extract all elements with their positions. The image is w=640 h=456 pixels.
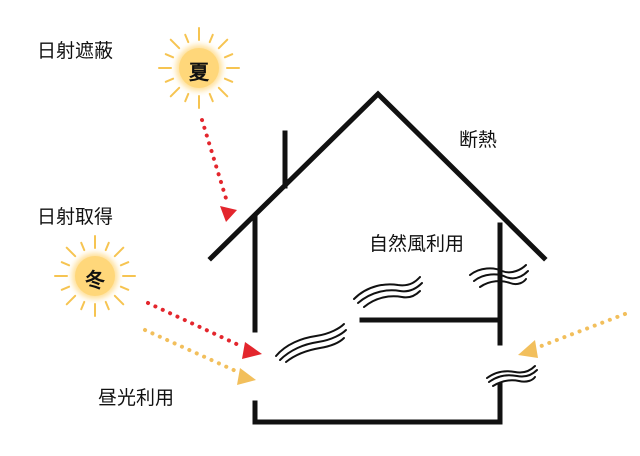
wind-icon-lower-left: [275, 323, 347, 363]
sun-ray: [104, 300, 110, 311]
insulation-label: 断熱: [459, 129, 498, 151]
summer-sun-icon: [158, 27, 240, 109]
sun-ray: [217, 38, 229, 50]
summer-shading-arrow: [200, 118, 237, 222]
sun-ray: [119, 285, 130, 291]
sun-ray: [65, 246, 77, 258]
sun-ray: [104, 241, 110, 252]
sun-ray: [169, 86, 181, 98]
wind-icon-lower-right: [486, 365, 538, 387]
daylight-arrow: [143, 328, 256, 385]
winter-sun-label: 冬: [85, 268, 105, 292]
sun-ray: [164, 77, 175, 83]
wind-icon-upper-left: [353, 276, 423, 308]
sun-ray: [184, 92, 190, 103]
sun-ray: [184, 33, 190, 44]
summer-shading-label: 日射遮蔽: [37, 40, 114, 62]
sun-ray: [80, 241, 86, 252]
daylight-label: 昼光利用: [98, 387, 175, 409]
sun-ray: [217, 86, 229, 98]
sun-ray: [223, 77, 234, 83]
sun-ray: [164, 53, 175, 59]
sun-ray: [80, 300, 86, 311]
sun-ray: [119, 261, 130, 267]
sun-ray: [169, 38, 181, 50]
natural-wind-label: 自然風利用: [369, 233, 465, 255]
sun-ray: [65, 294, 77, 306]
house-roof: [207, 90, 548, 262]
right-daylight-arrow: [518, 312, 627, 358]
sun-ray: [208, 92, 214, 103]
sun-ray: [60, 285, 71, 291]
winter-sun-icon: [54, 235, 136, 317]
summer-sun-label: 夏: [189, 60, 209, 84]
sun-ray: [208, 33, 214, 44]
sun-ray: [60, 261, 71, 267]
winter-gain-arrow: [146, 301, 262, 359]
house: [207, 90, 548, 425]
sun-ray: [113, 294, 125, 306]
winter-gain-label: 日射取得: [37, 206, 114, 228]
wind-icon-upper-right: [469, 264, 529, 288]
sun-ray: [223, 53, 234, 59]
sun-ray: [113, 246, 125, 258]
